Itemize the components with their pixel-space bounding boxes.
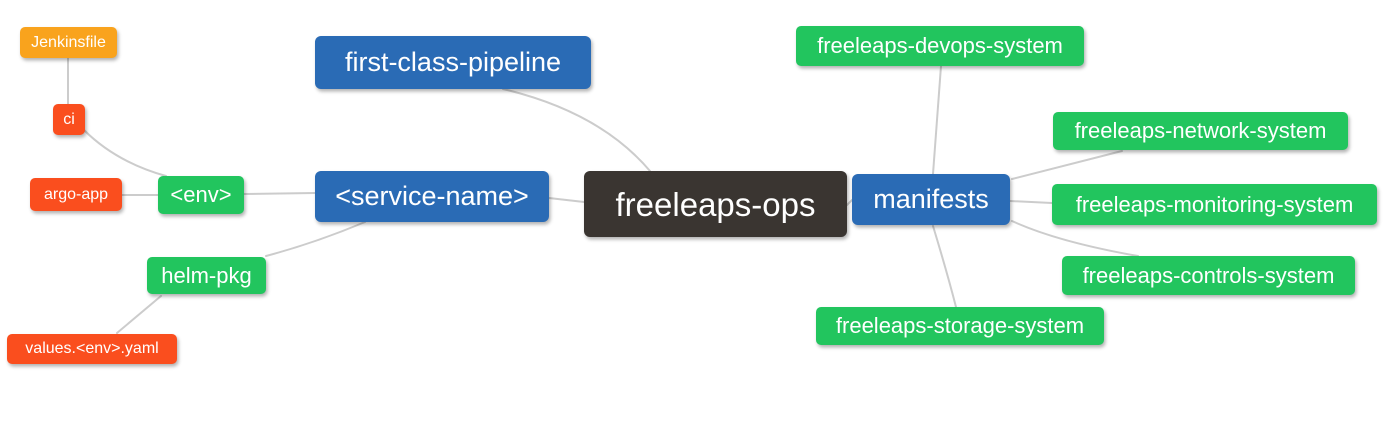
edge-pipeline-freeleaps-ops	[502, 88, 651, 172]
node-jenkinsfile[interactable]: Jenkinsfile	[20, 27, 117, 58]
node-devops-system[interactable]: freeleaps-devops-system	[796, 26, 1084, 66]
node-freeleaps-ops[interactable]: freeleaps-ops	[584, 171, 847, 237]
edge-service-name-freeleaps-ops	[548, 197, 585, 203]
edge-manifests-devops-system	[932, 65, 942, 175]
node-monitoring-system[interactable]: freeleaps-monitoring-system	[1052, 184, 1377, 225]
node-network-system[interactable]: freeleaps-network-system	[1053, 112, 1348, 150]
edge-manifests-controls-system	[1011, 220, 1139, 257]
edge-manifests-network-system	[1011, 150, 1123, 180]
node-manifests[interactable]: manifests	[852, 174, 1010, 225]
node-helm-pkg[interactable]: helm-pkg	[147, 257, 266, 294]
edge-manifests-monitoring-system	[1009, 200, 1053, 204]
node-storage-system[interactable]: freeleaps-storage-system	[816, 307, 1104, 345]
node-first-class-pipeline[interactable]: first-class-pipeline	[315, 36, 591, 89]
node-ci[interactable]: ci	[53, 104, 85, 135]
node-argo-app[interactable]: argo-app	[30, 178, 122, 211]
node-service-name[interactable]: <service-name>	[315, 171, 549, 222]
node-env[interactable]: <env>	[158, 176, 244, 214]
edge-env-service-name	[243, 192, 316, 195]
edge-ci-env	[83, 129, 167, 177]
node-controls-system[interactable]: freeleaps-controls-system	[1062, 256, 1355, 295]
edge-helm-pkg-service-name	[265, 221, 366, 257]
edge-manifests-storage-system	[932, 225, 957, 308]
edge-values-helm-pkg	[116, 295, 162, 334]
node-values-env-yaml[interactable]: values.<env>.yaml	[7, 334, 177, 364]
